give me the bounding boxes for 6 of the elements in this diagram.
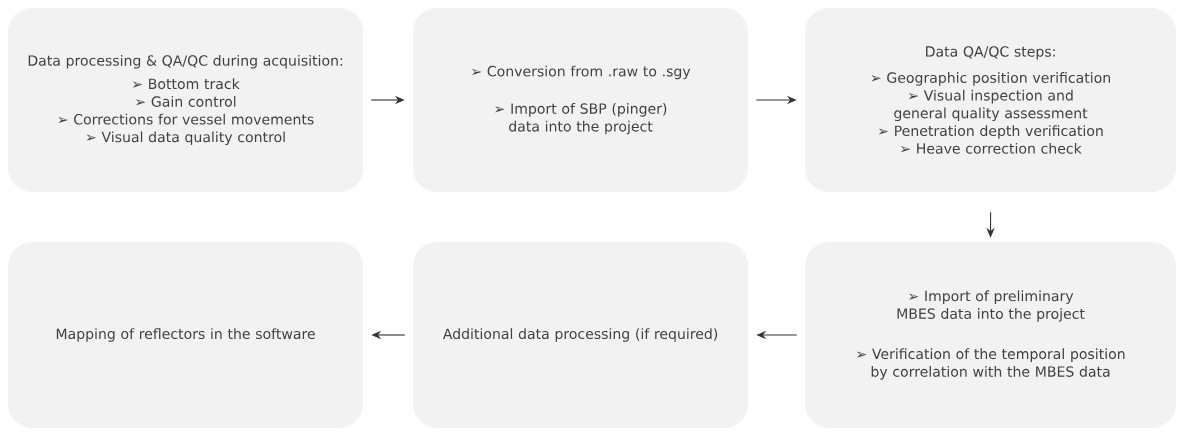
process-box: Mapping of reflectors in the software [8,242,364,428]
process-box: Additional data processing (if required) [413,242,749,428]
process-box: Data QA/QC steps: ➢ Geographic position verification ➢ Visual inspection and general quality assessment ➢ Penetration depth verification ➢ Heave correction check [805,8,1177,192]
process-box: Data processing & QA/QC during acquisition: ➢ Bottom track ➢ Gain control ➢ Corrections for vessel movements ➢ Visual data quality control [8,8,364,192]
process-box: ➢ Conversion from .raw to .sgy ➢ Import of SBP (pinger) data into the project [413,8,749,192]
process-box: ➢ Import of preliminary MBES data into the project ➢ Verification of the temporal position by correlation with the MBES data [805,242,1177,428]
